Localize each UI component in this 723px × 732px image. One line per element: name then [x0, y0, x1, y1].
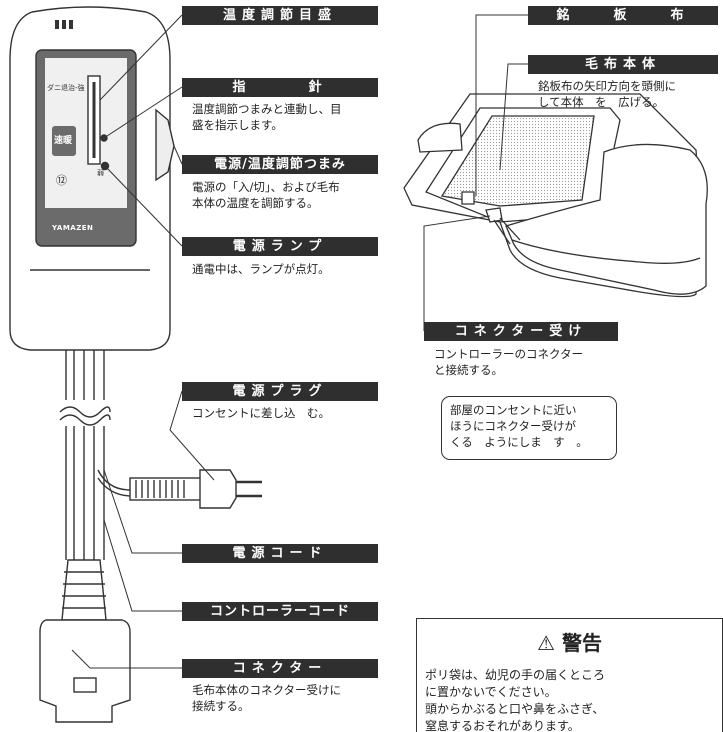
warning-title-row: ⚠ 警告 — [417, 627, 722, 656]
connector-socket-label: コネクター受け — [424, 322, 618, 341]
pointer-label: 指 針 — [182, 78, 378, 97]
controller-illustration — [9, 6, 262, 723]
blanket-body-label: 毛布本体 — [528, 55, 718, 74]
connector-description: 毛布本体のコネクター受けに 接続する。 — [192, 683, 342, 713]
warning-box: ⚠ 警告 ポリ袋は、幼児の手の届くところ に置かないでください。 頭からかぶると… — [416, 618, 723, 732]
power-lamp-description: 通電中は、ランプが点灯。 — [192, 262, 330, 276]
warning-triangle-icon: ⚠ — [537, 631, 555, 655]
number-badge: ⑫ — [56, 174, 67, 187]
brand-logo: YAMAZEN — [52, 224, 94, 232]
mode-badge: 速暖 — [54, 136, 73, 146]
scale-bottom-label: 弱 — [97, 169, 104, 177]
connector-label: コネクター — [182, 659, 378, 678]
connector-socket-description: コントローラーのコネクター と接続する。 — [434, 347, 584, 377]
power-cord-label: 電源コード — [182, 544, 378, 563]
warning-body: ポリ袋は、幼児の手の届くところ に置かないでください。 頭からかぶると口や鼻をふ… — [425, 668, 606, 732]
callout-leaders — [71, 14, 528, 669]
controller-cord-label: コントローラーコード — [182, 602, 378, 621]
blanket-illustration — [403, 93, 708, 298]
temp-scale-label: 温度調節目盛 — [182, 6, 378, 25]
power-knob-label: 電源/温度調節つまみ — [182, 155, 378, 174]
scale-top-label: ダニ退治-強 — [47, 84, 85, 92]
pointer-description: 温度調節つまみと連動し、目 盛を指示します。 — [192, 102, 342, 132]
blanket-body-description: 銘板布の矢印方向を頭側に して本体 を 広げる。 — [538, 79, 676, 109]
placement-note: 部屋のコンセントに近い ほうにコネクター受けが くる ようにしま す 。 — [441, 396, 617, 460]
power-knob-description: 電源の「入/切」、および毛布 本体の温度を調節する。 — [192, 180, 340, 210]
warning-title: 警告 — [561, 631, 602, 655]
power-plug-description: コンセントに差し込 む。 — [192, 406, 330, 420]
power-plug-label: 電源プラグ — [182, 382, 378, 401]
power-lamp-label: 電源ランプ — [182, 237, 378, 256]
nameplate-label: 銘 板 布 — [528, 6, 718, 25]
